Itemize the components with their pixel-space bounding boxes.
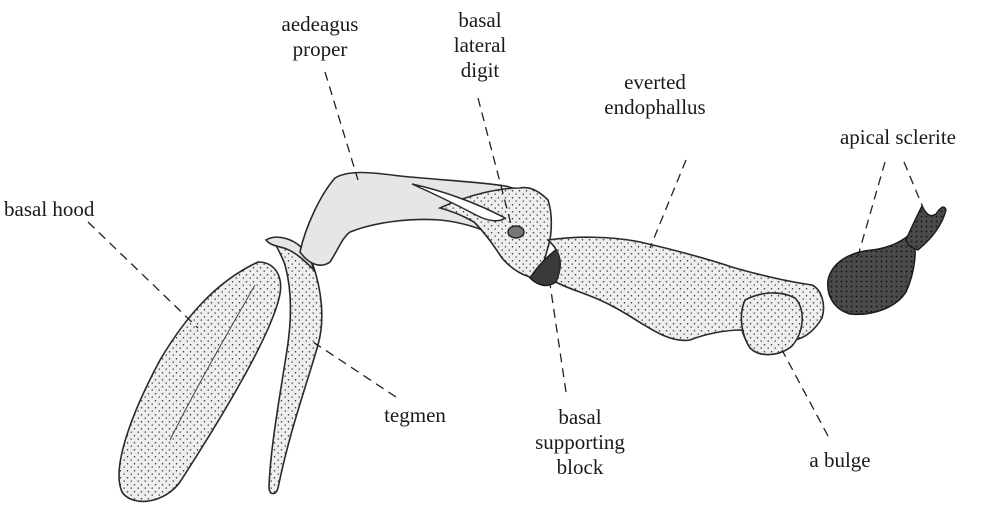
label-a-bulge: a bulge <box>790 448 890 473</box>
leader-apical-sclerite-2 <box>904 162 924 210</box>
leader-basal-hood <box>88 222 198 328</box>
label-apical-sclerite: apical sclerite <box>818 125 978 150</box>
label-basal-lateral-digit: basal lateral digit <box>435 8 525 83</box>
apical-sclerite-tip <box>906 206 946 250</box>
apical-sclerite-shape <box>828 232 915 314</box>
label-tegmen: tegmen <box>370 403 460 428</box>
leader-everted-endophallus <box>650 160 686 248</box>
label-aedeagus-proper: aedeagus proper <box>270 12 370 62</box>
leader-a-bulge <box>782 350 828 436</box>
leader-tegmen <box>310 340 396 397</box>
leader-basal-supporting-block <box>550 284 566 392</box>
basal-hood-shape <box>119 262 281 501</box>
basal-lateral-digit-eye <box>508 226 524 238</box>
bulge-shape <box>741 293 802 355</box>
label-basal-supporting-block: basal supporting block <box>525 405 635 480</box>
leader-apical-sclerite-1 <box>858 162 885 256</box>
label-basal-hood: basal hood <box>4 197 154 222</box>
leader-aedeagus-proper <box>325 72 358 180</box>
label-everted-endophallus: everted endophallus <box>585 70 725 120</box>
